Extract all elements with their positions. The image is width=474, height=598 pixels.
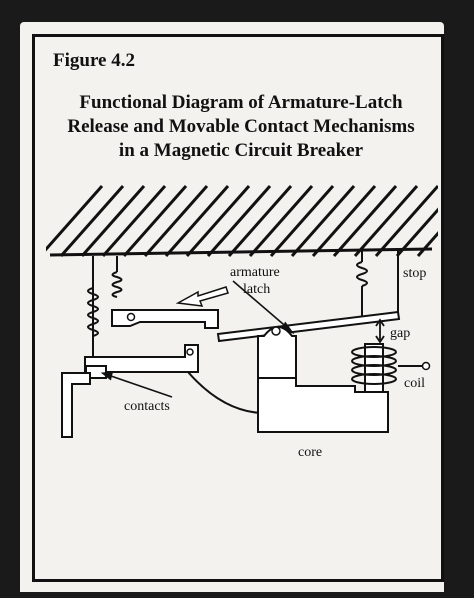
ceiling-hatch-line: [437, 254, 438, 256]
latch-pivot: [126, 312, 136, 322]
ceiling-hatch-line: [59, 185, 125, 257]
contacts-pointer-line: [107, 374, 173, 398]
title-line-3: in a Magnetic Circuit Breaker: [118, 140, 364, 161]
ceiling-hatch-line: [311, 185, 377, 257]
latch-spring: [111, 271, 123, 298]
gap-arrow-head-top: [375, 318, 385, 327]
figure-label: Figure 4.2: [53, 50, 135, 71]
contact-arm-pivot: [186, 348, 194, 356]
armature-pivot: [271, 326, 281, 336]
ceiling-hatch-line: [227, 185, 293, 257]
contacts-pointer-head: [100, 371, 114, 381]
ceiling-hatch-line: [374, 185, 438, 257]
ceiling-hatching: [46, 185, 438, 257]
gap-arrow-head-bottom: [375, 335, 385, 344]
ceiling-hatch-line: [206, 185, 272, 257]
label-contacts: contacts: [124, 399, 170, 414]
contact-spring: [87, 287, 99, 337]
label-core: core: [298, 445, 322, 460]
armature-bar: [216, 310, 401, 343]
title-line-2: Release and Movable Contact Mechanisms: [67, 116, 415, 137]
ceiling-hatch-line: [164, 185, 230, 257]
armature-pointer-line: [232, 280, 291, 331]
ceiling-hatch-line: [269, 185, 335, 257]
label-coil: coil: [404, 376, 425, 391]
ceiling-hatch-line: [290, 185, 356, 257]
figure-frame: Figure 4.2 Functional Diagram of Armatur…: [32, 34, 444, 582]
stop-spring: [356, 261, 368, 287]
fixed-contact-terminal: [61, 372, 91, 438]
magnetic-core: [257, 377, 389, 433]
armature-pointer-head: [281, 321, 295, 335]
ceiling-hatch-line: [101, 185, 167, 257]
figure-title: Functional Diagram of Armature-Latch Rel…: [35, 91, 447, 163]
coil-terminal: [421, 361, 431, 371]
ceiling-line: [49, 247, 433, 257]
ceiling-hatch-line: [248, 185, 314, 257]
ceiling-hatch-line: [185, 185, 251, 257]
page-sheet: [20, 22, 444, 592]
title-line-1: Functional Diagram of Armature-Latch: [79, 92, 403, 113]
label-stop: stop: [403, 266, 426, 281]
ceiling-hatch-line: [353, 185, 419, 257]
coil-windings: [351, 346, 397, 385]
ceiling-hatch-line: [122, 185, 188, 257]
latch-pointer: [175, 286, 229, 307]
ceiling-hatch-line: [332, 185, 398, 257]
label-latch: latch: [243, 282, 270, 297]
ceiling-hatch-line: [143, 185, 209, 257]
label-armature: armature: [230, 265, 280, 280]
ceiling-hatch-line: [80, 185, 146, 257]
ceiling-hatch-line: [46, 185, 104, 252]
ceiling-hatch-line: [416, 231, 438, 257]
ceiling-hatch-line: [395, 207, 438, 257]
latch-bar: [111, 309, 219, 329]
coil-winding: [351, 373, 397, 385]
label-gap: gap: [390, 326, 410, 341]
